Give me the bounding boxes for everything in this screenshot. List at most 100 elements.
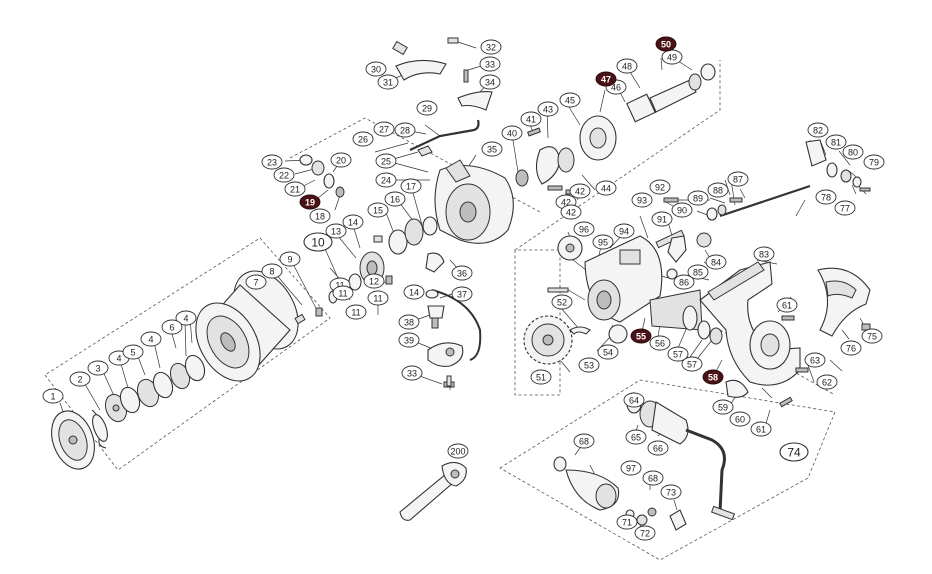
callout-number: 22 — [279, 171, 289, 181]
callout-number: 54 — [603, 348, 613, 358]
bail-trip-parts — [425, 252, 482, 388]
part-callout-51: 51 — [530, 369, 552, 385]
callout-number: 68 — [648, 474, 658, 484]
callout-bubble — [363, 273, 385, 289]
callout-bubble — [569, 183, 591, 199]
callout-number: 90 — [677, 206, 687, 216]
callout-bubble — [681, 356, 703, 372]
callout-bubble — [815, 189, 837, 205]
callout-bubble — [729, 411, 751, 427]
callout-bubble — [377, 74, 399, 90]
part-callout-93: 93 — [631, 192, 653, 208]
part-callout-72: 72 — [634, 525, 656, 541]
callout-number: 63 — [810, 356, 820, 366]
callout-number: 94 — [619, 227, 629, 237]
callout-number: 35 — [487, 145, 497, 155]
callout-bubble — [687, 190, 709, 206]
handle-assembly-outline — [499, 379, 836, 561]
part-callout-49: 49 — [661, 49, 683, 65]
callout-number: 4 — [148, 335, 153, 345]
spool-clip-part — [91, 409, 108, 449]
callout-bubble — [842, 144, 864, 160]
part-callout-13: 13 — [325, 223, 347, 239]
assembly-callout-74: 74 — [779, 442, 809, 462]
callout-number: 50 — [661, 40, 671, 50]
callout-number: 56 — [655, 339, 665, 349]
spool-small-parts — [294, 307, 323, 325]
part-callout-57: 57 — [667, 346, 689, 362]
callout-number: 20 — [336, 156, 346, 166]
callout-bubble — [520, 111, 542, 127]
part-callout-2: 2 — [69, 371, 91, 387]
part-callout-14: 14 — [403, 284, 425, 300]
part-callout-33: 33 — [479, 56, 501, 72]
callout-number: 15 — [373, 206, 383, 216]
part-callout-44: 44 — [595, 180, 617, 196]
callout-bubble — [122, 344, 144, 360]
part-callout-48: 48 — [616, 58, 638, 74]
callout-number: 59 — [718, 403, 728, 413]
callout-bubble — [42, 388, 64, 404]
callout-number: 7 — [253, 278, 258, 288]
callout-bubble — [655, 36, 677, 52]
part-callout-77: 77 — [834, 200, 856, 216]
spool-parts — [51, 270, 323, 470]
part-callout-81: 81 — [825, 134, 847, 150]
callout-bubble — [161, 319, 183, 335]
callout-number: 25 — [381, 157, 391, 167]
callout-bubble — [479, 56, 501, 72]
callout-bubble — [451, 265, 473, 281]
callout-bubble — [330, 152, 352, 168]
part-callout-92: 92 — [649, 179, 671, 195]
part-callout-25: 25 — [375, 153, 397, 169]
callout-number: 77 — [840, 204, 850, 214]
part-callout-18: 18 — [309, 208, 331, 224]
reel-body-part — [699, 261, 801, 386]
callout-bubble — [273, 167, 295, 183]
pinion-parts — [515, 63, 716, 195]
callout-bubble — [175, 310, 197, 326]
part-callout-82: 82 — [807, 122, 829, 138]
part-callout-11: 11 — [367, 290, 389, 306]
callout-number: 57 — [673, 350, 683, 360]
rotor-parts — [299, 37, 514, 388]
callout-number: 45 — [565, 96, 575, 106]
callout-number: 48 — [622, 62, 632, 72]
callout-bubble — [332, 285, 354, 301]
callout-number: 80 — [848, 148, 858, 158]
part-callout-71: 71 — [616, 514, 638, 530]
callout-number: 51 — [536, 373, 546, 383]
part-callout-47: 47 — [595, 71, 617, 87]
part-callout-90: 90 — [671, 202, 693, 218]
part-callout-26: 26 — [352, 131, 374, 147]
part-callout-68: 68 — [573, 433, 595, 449]
callout-number: 27 — [379, 125, 389, 135]
callout-bubble — [649, 179, 671, 195]
callout-bubble — [537, 101, 559, 117]
callout-number: 66 — [653, 444, 663, 454]
part-callout-3: 3 — [87, 360, 109, 376]
callout-number: 47 — [601, 75, 611, 85]
callout-number: 92 — [655, 183, 665, 193]
tool-part — [399, 461, 467, 521]
callout-bubble — [375, 153, 397, 169]
callout-number: 14 — [409, 288, 419, 298]
part-callout-45: 45 — [559, 92, 581, 108]
callout-number: 3 — [95, 364, 100, 374]
drag-washer-part — [184, 354, 206, 382]
part-callout-5: 5 — [122, 344, 144, 360]
part-callout-76: 76 — [840, 340, 862, 356]
part-callout-7: 7 — [245, 274, 267, 290]
callout-bubble — [261, 154, 283, 170]
callout-bubble — [325, 223, 347, 239]
callout-bubble — [501, 125, 523, 141]
callout-bubble — [401, 365, 423, 381]
callout-bubble — [451, 286, 473, 302]
part-callout-31: 31 — [377, 74, 399, 90]
part-callout-95: 95 — [592, 234, 614, 250]
callout-number: 76 — [846, 344, 856, 354]
callout-bubble — [560, 204, 582, 220]
callout-number: 38 — [404, 318, 414, 328]
body-assembly-outline — [514, 249, 561, 396]
callout-bubble — [398, 332, 420, 348]
